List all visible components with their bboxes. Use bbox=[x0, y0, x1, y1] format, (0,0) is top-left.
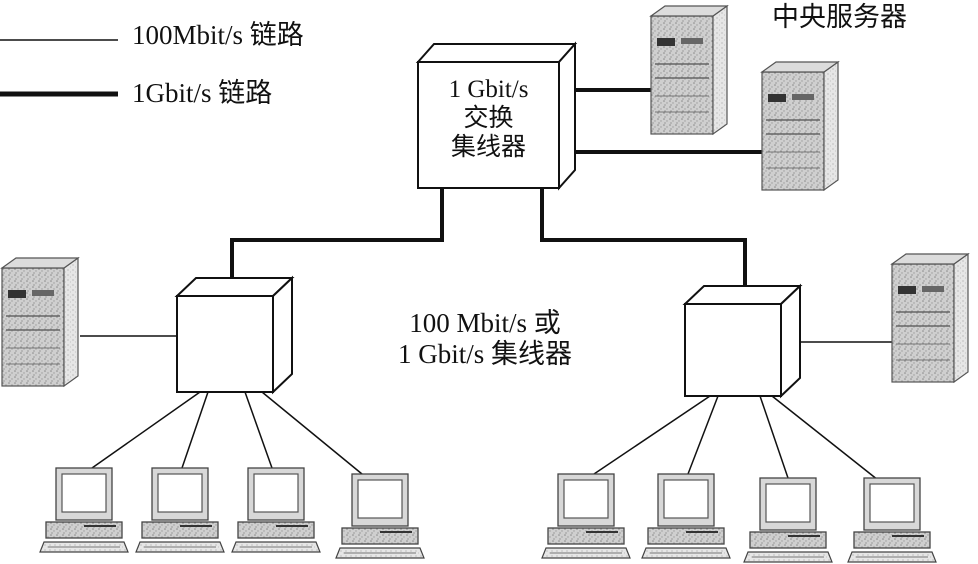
right-server-icon bbox=[891, 253, 969, 383]
link-left-hub-pc-2 bbox=[181, 391, 209, 469]
central-servers-label: 中央服务器 bbox=[772, 2, 907, 32]
pc-icon-left-1 bbox=[39, 467, 129, 553]
pc-icon-right-1 bbox=[541, 473, 631, 559]
pc-icon-right-2 bbox=[641, 473, 731, 559]
link-right-hub-pc-1 bbox=[593, 395, 711, 475]
central-hub-label-line2: 交换 bbox=[463, 104, 514, 132]
legend-thin-label: 100Mbit/s 链路 bbox=[132, 20, 304, 50]
hub-type-label-line2: 1 Gbit/s 集线器 bbox=[397, 339, 572, 370]
access-links bbox=[80, 335, 893, 481]
pc-icon-left-2 bbox=[135, 467, 225, 553]
pc-icon-left-4 bbox=[335, 473, 425, 559]
hub-type-label-line1: 100 Mbit/s 或 bbox=[409, 308, 561, 338]
link-central-to-left-hub bbox=[230, 188, 444, 290]
hub-type-label: 100 Mbit/s 或 1 Gbit/s 集线器 bbox=[360, 308, 610, 370]
link-central-to-right-hub bbox=[540, 188, 747, 294]
central-hub-label-line1: 1 Gbit/s bbox=[448, 76, 529, 103]
link-right-hub-pc-4 bbox=[771, 395, 879, 481]
left-server-icon bbox=[1, 257, 79, 387]
central-hub-label: 1 Gbit/s 交换 集线器 bbox=[418, 76, 559, 162]
pc-icon-left-3 bbox=[231, 467, 321, 553]
pc-icon-right-4 bbox=[847, 477, 937, 563]
link-left-hub-pc-3 bbox=[244, 391, 273, 469]
legend-thick-label: 1Gbit/s 链路 bbox=[132, 78, 273, 108]
right-hub bbox=[682, 283, 803, 399]
central-switch-hub bbox=[415, 41, 578, 191]
pc-icon-right-3 bbox=[743, 477, 833, 563]
left-hub bbox=[174, 275, 295, 395]
link-left-hub-pc-1 bbox=[91, 391, 201, 469]
link-right-hub-pc-3 bbox=[759, 395, 789, 479]
link-left-hub-pc-4 bbox=[261, 391, 363, 475]
central-server-2-icon bbox=[761, 61, 839, 191]
central-hub-label-line3: 集线器 bbox=[450, 133, 526, 161]
central-server-1-icon bbox=[650, 5, 728, 135]
link-right-hub-pc-2 bbox=[687, 395, 719, 475]
